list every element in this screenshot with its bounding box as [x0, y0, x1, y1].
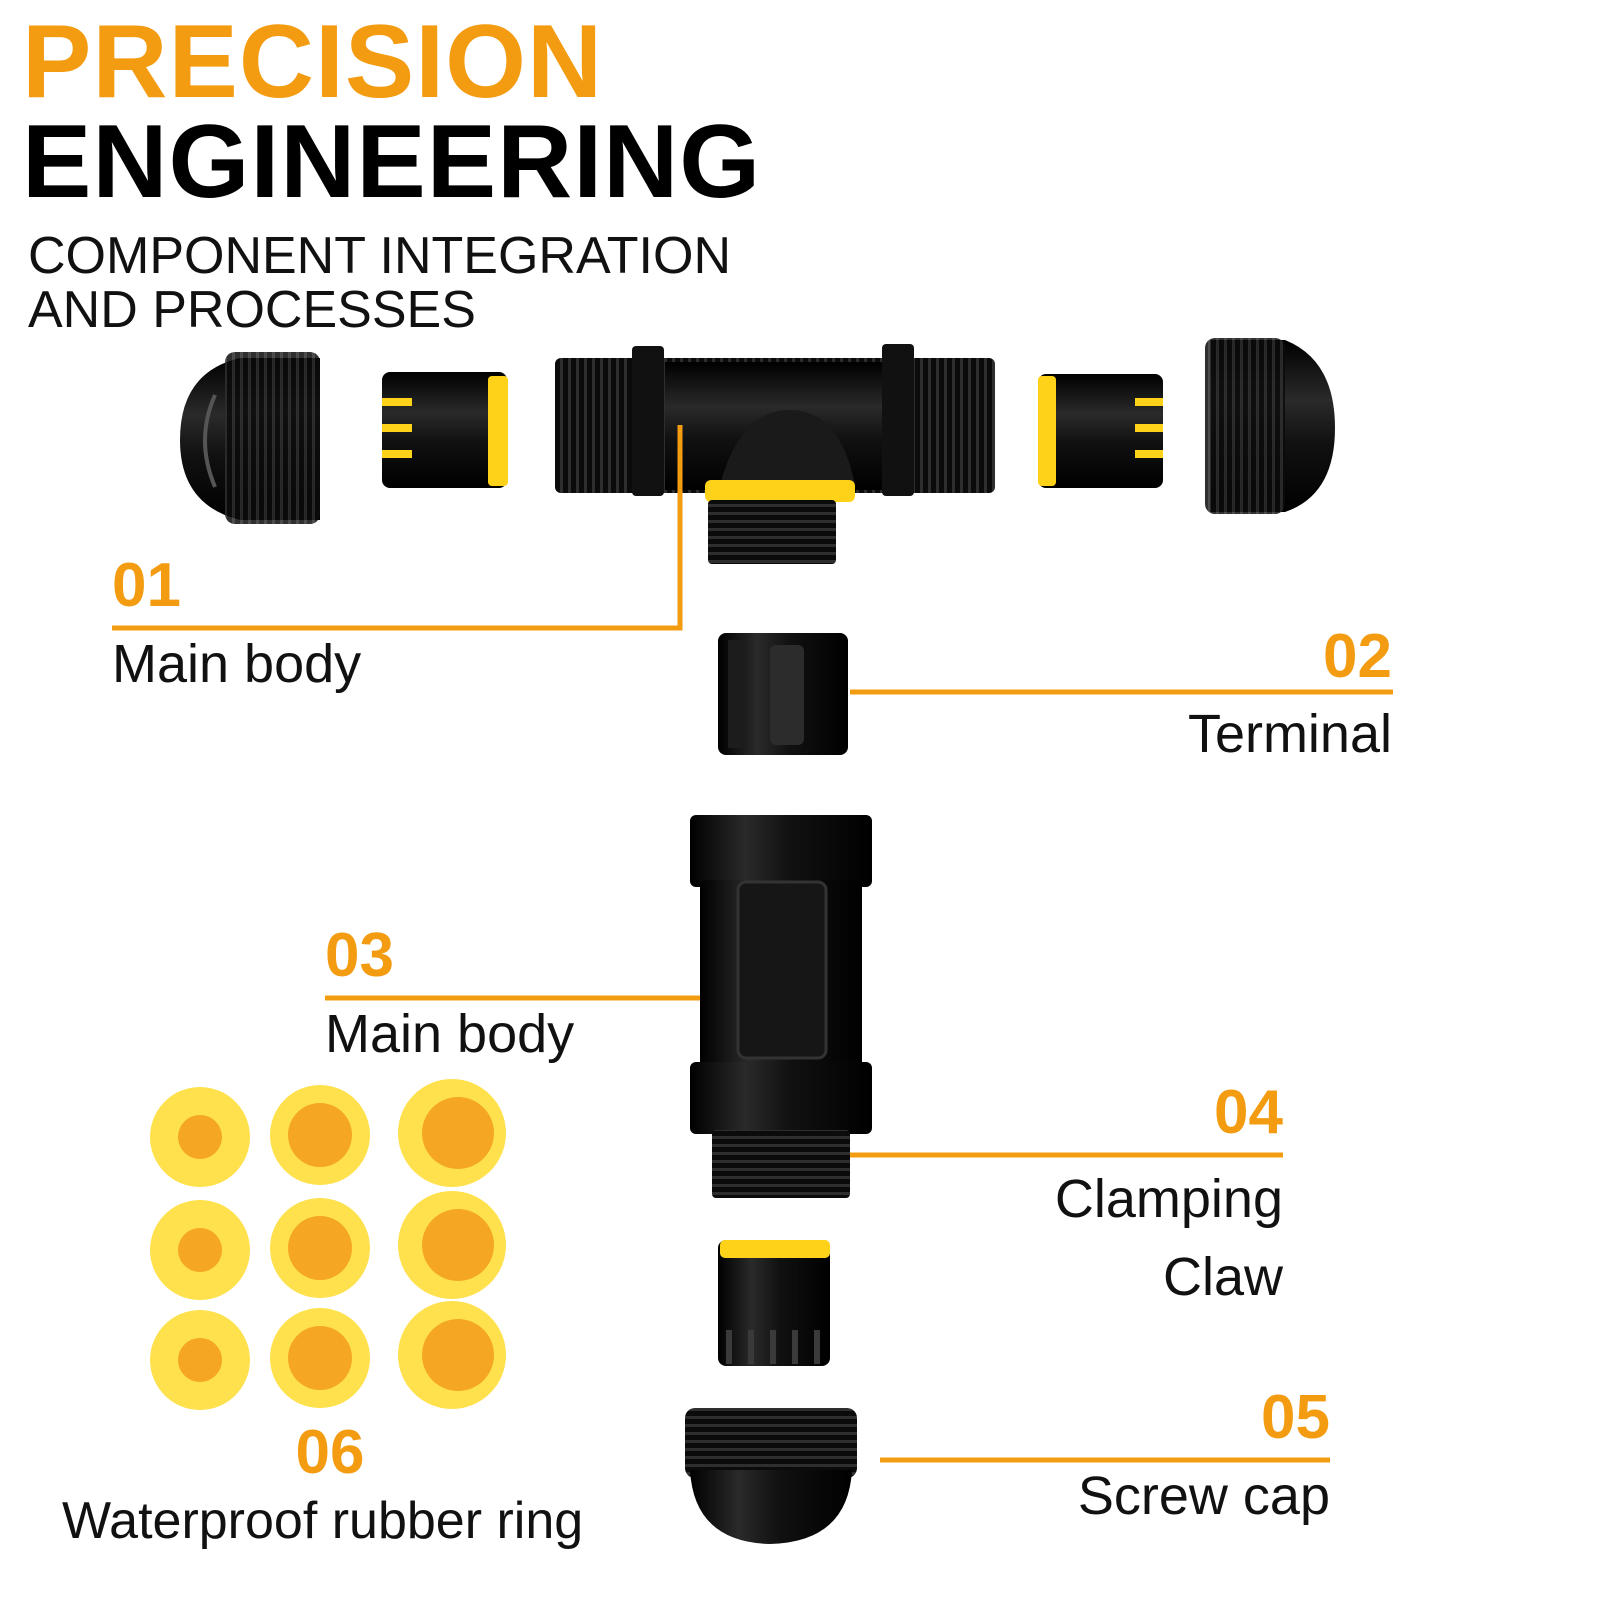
subtitle-line-1: COMPONENT INTEGRATION [28, 227, 731, 285]
rubber-ring [398, 1079, 506, 1187]
rubber-rings-grid [150, 1079, 506, 1410]
rubber-ring [398, 1191, 506, 1299]
top-right-clamping-claw [1038, 374, 1163, 488]
top-left-clamping-claw [382, 372, 508, 488]
rubber-ring [398, 1301, 506, 1409]
callout-label-05: Screw cap [1077, 1466, 1330, 1526]
callout-number-05: 05 [1261, 1383, 1330, 1452]
terminal-part [718, 633, 848, 755]
rubber-ring [150, 1200, 250, 1300]
rubber-ring [270, 1198, 370, 1298]
rubber-ring [150, 1310, 250, 1410]
callout-number-04: 04 [1214, 1078, 1283, 1147]
subtitle: COMPONENT INTEGRATION AND PROCESSES [28, 227, 731, 339]
callout-label-01: Main body [112, 634, 362, 694]
bottom-screw-cap [685, 1408, 857, 1544]
rubber-ring [270, 1308, 370, 1408]
lower-clamping-claw [718, 1240, 830, 1366]
title-line-1: PRECISION [22, 4, 604, 120]
callout-number-03: 03 [325, 921, 394, 990]
callout-label-03: Main body [325, 1004, 575, 1064]
tee-main-body [555, 344, 995, 564]
inline-main-body [690, 815, 872, 1198]
callout-number-02: 02 [1323, 622, 1392, 691]
top-left-screw-cap [180, 352, 320, 524]
callout-number-01: 01 [112, 551, 181, 620]
callout-label-04-line-2: Claw [1162, 1247, 1283, 1308]
callout-label-04-line-1: Clamping [1054, 1169, 1283, 1229]
callout-label-04: Clamping Claw [1055, 1160, 1283, 1317]
rubber-ring [270, 1085, 370, 1185]
leader-line-01 [112, 425, 683, 631]
callout-number-06: 06 [295, 1418, 365, 1487]
title-line-2: ENGINEERING [22, 104, 762, 220]
callout-label-06: Waterproof rubber ring [62, 1492, 584, 1550]
subtitle-line-2: AND PROCESSES [28, 280, 476, 339]
callout-label-02: Terminal [1187, 704, 1392, 764]
rubber-ring [150, 1087, 250, 1187]
top-right-screw-cap [1205, 338, 1335, 514]
